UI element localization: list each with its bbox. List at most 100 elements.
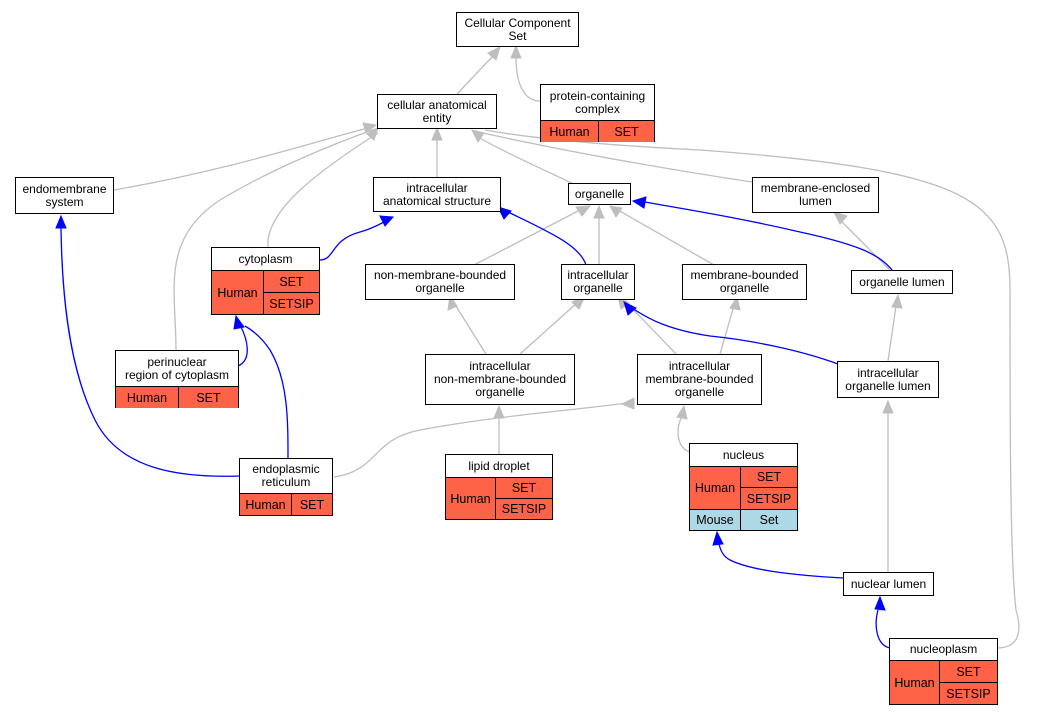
node-organelle-lumen[interactable]: organelle lumen (851, 270, 953, 294)
edge-nuclear-lumen-to-nucleus (718, 543, 844, 579)
edge-imbo-to-io (625, 301, 677, 355)
species-cell-human: Human (446, 477, 496, 519)
node-organelle[interactable]: organelle (568, 183, 631, 205)
annotation-cell-set-mouse: Set (741, 509, 797, 530)
arrow-head (431, 126, 443, 141)
edge-mel-to-cae (482, 132, 753, 183)
annotation-cell-setsip: SETSIP (496, 498, 552, 519)
arrow-head (487, 46, 501, 61)
annotation-cell-setsip: SETSIP (264, 292, 319, 314)
node-label-line: membrane-enclosed (760, 181, 871, 195)
edge-nucleoplasm-to-nuclear-lumen (875, 609, 891, 649)
edge-perinuclear-to-cae (173, 127, 379, 351)
node-label-line: organelle (415, 281, 465, 295)
annotation-cell-setsip: SETSIP (940, 682, 997, 704)
arrow-head (366, 126, 379, 141)
edge-organelle-to-cae (479, 137, 577, 186)
node-label-line: non-membrane-bounded (373, 268, 507, 282)
edge-iol-to-io (631, 307, 839, 365)
node-label-line: cytoplasm (238, 251, 293, 266)
node-label-line: complex (575, 101, 620, 116)
node-label-line: intracellular (469, 359, 531, 373)
edge-mbo-to-organelle (617, 209, 715, 266)
annotation-cell-setsip: SETSIP (741, 487, 797, 509)
annotation-cell-set: SET (599, 120, 654, 142)
arrow-head (712, 530, 724, 546)
species-cell-mouse: Mouse (690, 509, 741, 530)
arrow-head (497, 206, 512, 220)
annotation-cell-set: SET (264, 270, 319, 292)
arrow-head (729, 295, 741, 311)
arrow-head (593, 204, 605, 219)
arrow-head (631, 196, 647, 209)
arrow-head (623, 301, 637, 316)
node-label-line: nucleoplasm (909, 642, 978, 656)
annotation-cell-set: SET (292, 493, 332, 515)
node-label-line: organelle lumen (859, 274, 945, 289)
edge-protein-complex-to-set (515, 56, 541, 102)
edge-nucleus-to-imbo (677, 415, 691, 453)
node-label-line: nucleus (722, 447, 765, 462)
node-label-line: Cellular Component (464, 15, 571, 30)
edge-iol-to-ol (887, 298, 898, 362)
annotation-cell-set: SET (179, 386, 238, 408)
node-label-line: system (45, 194, 84, 209)
arrow-head (874, 595, 886, 611)
species-cell-human: Human (240, 493, 292, 515)
node-nucleus[interactable]: nucleus Human SET SETSIP Mouse Set (689, 443, 798, 531)
edge-er-to-endomembrane (60, 227, 241, 477)
node-label-line: protein-containing (549, 88, 646, 103)
node-label-line: membrane-bounded (645, 372, 754, 386)
annotation-cell-set: SET (496, 477, 552, 498)
node-label-line: nuclear lumen (850, 576, 927, 591)
node-label-line: organelle (674, 385, 725, 399)
node-label-line: endomembrane (22, 181, 107, 196)
arrow-head (233, 314, 245, 330)
node-label-line: region of cytoplasm (124, 367, 230, 382)
node-label-line: perinuclear (147, 354, 207, 369)
node-label-line: intracellular (668, 359, 731, 373)
annotation-cell-set: SET (940, 660, 997, 682)
node-label-line: organelle lumen (845, 378, 931, 393)
node-label-line: lipid droplet (468, 458, 530, 473)
edge-cytoplasm-to-cae (267, 132, 379, 248)
edge-inmbo-to-io (519, 301, 579, 355)
arrow-head (676, 404, 688, 420)
arrow-head (379, 215, 395, 227)
node-label-line: intracellular (857, 365, 919, 380)
edge-inmbo-to-nmbo (453, 302, 487, 355)
node-label-line: entity (422, 110, 452, 125)
species-cell-human: Human (212, 270, 264, 314)
node-label-line: endoplasmic (252, 462, 320, 476)
arrow-head (510, 44, 522, 59)
node-label-line: organelle (573, 281, 623, 295)
edge-endomembrane-to-cae (113, 127, 369, 191)
arrow-head (362, 122, 378, 134)
edge-er-to-cytoplasm (244, 325, 289, 459)
node-nucleoplasm[interactable]: nucleoplasm Human SET SETSIP (889, 638, 998, 705)
arrow-head (833, 211, 848, 225)
edge-cytoplasm-to-ias (319, 219, 389, 261)
node-label-line: reticulum (261, 475, 311, 489)
node-label-line: cellular anatomical (387, 97, 487, 112)
annotation-cell-set: SET (741, 466, 797, 487)
node-nuclear-lumen[interactable]: nuclear lumen (843, 572, 934, 596)
node-lipid-droplet[interactable]: lipid droplet Human SET SETSIP (445, 454, 553, 520)
node-cytoplasm[interactable]: cytoplasm Human SET SETSIP (211, 247, 320, 315)
